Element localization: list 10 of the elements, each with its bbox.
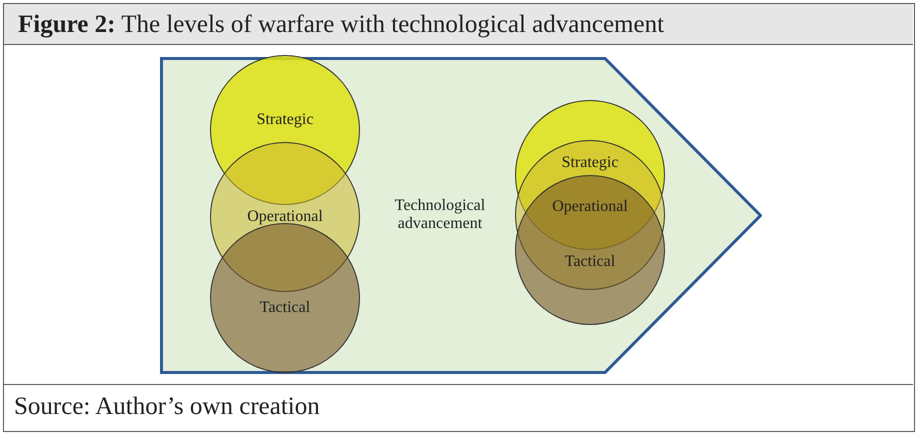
- source-note: Source: Author’s own creation: [14, 393, 320, 421]
- circle-label: Strategic: [560, 154, 620, 172]
- arrow-label: Technological advancement: [394, 197, 486, 233]
- circle-label: Operational: [551, 198, 629, 216]
- circle-label: Strategic: [256, 111, 314, 129]
- figure-title: Figure 2: The levels of warfare with technological advancement: [18, 11, 664, 39]
- arrow-shape: [160, 57, 762, 374]
- circle-label: Operational: [246, 208, 324, 226]
- circle-label: Tactical: [258, 299, 312, 317]
- circle-label: Tactical: [564, 253, 616, 271]
